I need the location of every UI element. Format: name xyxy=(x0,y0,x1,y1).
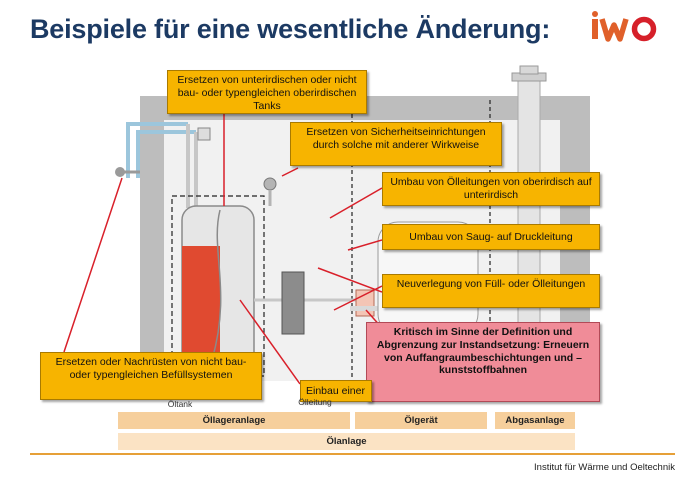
device-block xyxy=(281,271,305,335)
label-oilline: Ölleitung xyxy=(298,397,332,407)
tank-pipes xyxy=(186,124,198,208)
callout-relaying-lines: Neuverlegung von Füll- oder Ölleitungen xyxy=(382,274,600,308)
page-title: Beispiele für eine wesentliche Änderung: xyxy=(30,14,551,44)
callout-critical-coating: Kritisch im Sinne der Definition und Abg… xyxy=(366,322,600,402)
iwo-logo xyxy=(592,11,657,42)
oil-tank xyxy=(181,205,255,371)
leader-lines xyxy=(63,112,383,385)
filling-nozzle xyxy=(115,167,140,177)
section-oil-plant: Ölanlage xyxy=(118,433,575,450)
footer-divider xyxy=(30,453,675,455)
callout-suction-to-pressure: Umbau von Saug- auf Druckleitung xyxy=(382,224,600,250)
callout-filling-systems-text: Ersetzen oder Nachrüsten von nicht bau- … xyxy=(55,356,247,381)
section-exhaust: Abgasanlage xyxy=(495,412,575,429)
callout-tank-replacement-text: Ersetzen von unterirdischen oder nicht b… xyxy=(177,74,357,112)
callout-critical-coating-text: Kritisch im Sinne der Definition und Abg… xyxy=(376,326,590,377)
footer-institute: Institut für Wärme und Oeltechnik xyxy=(534,462,675,473)
callout-oil-line-underground: Umbau von Ölleitungen von oberirdisch au… xyxy=(382,172,600,206)
callout-relaying-lines-text: Neuverlegung von Füll- oder Ölleitungen xyxy=(396,278,586,290)
vent-pipes xyxy=(126,122,196,178)
callout-oil-line-underground-text: Umbau von Ölleitungen von oberirdisch au… xyxy=(390,176,592,201)
callout-safety-devices-text: Ersetzen von Sicherheitseinrichtungen du… xyxy=(306,126,486,151)
callout-installation: Einbau einer xyxy=(300,380,372,402)
callout-suction-to-pressure-text: Umbau von Saug- auf Druckleitung xyxy=(409,231,573,243)
callout-safety-devices: Ersetzen von Sicherheitseinrichtungen du… xyxy=(290,122,502,166)
safety-valve xyxy=(263,177,277,206)
section-oil-device: Ölgerät xyxy=(355,412,487,429)
callout-filling-systems: Ersetzen oder Nachrüsten von nicht bau- … xyxy=(40,352,262,400)
section-oil-storage: Öllageranlage xyxy=(118,412,350,429)
callout-installation-text: Einbau einer xyxy=(306,385,365,397)
label-oiltank: Öltank xyxy=(167,399,193,409)
wall-valve xyxy=(197,127,211,141)
callout-tank-replacement: Ersetzen von unterirdischen oder nicht b… xyxy=(167,70,367,114)
